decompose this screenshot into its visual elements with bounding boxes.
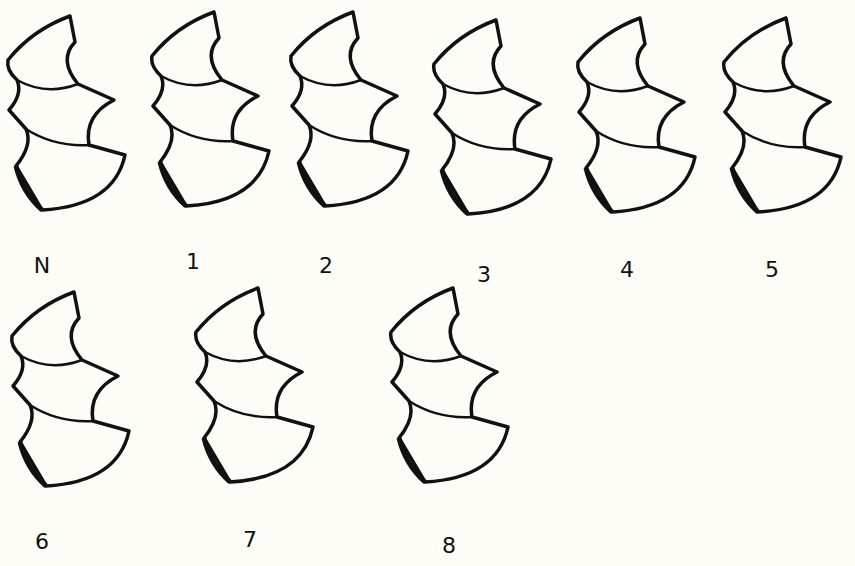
tooth-outline: [291, 12, 408, 206]
figure-number: 7: [243, 529, 257, 551]
figure-number: N: [34, 255, 50, 277]
figure-number: 5: [765, 259, 779, 281]
tooth-outline: [8, 16, 125, 210]
tooth-outline: [196, 288, 313, 482]
figure-number: 8: [442, 535, 456, 557]
figure-number: 3: [477, 264, 491, 286]
figure-number: 2: [319, 255, 333, 277]
tooth-outline: [578, 18, 695, 212]
figure-number: 6: [35, 531, 49, 553]
tooth-outline: [724, 18, 841, 212]
tooth-outline: [152, 12, 269, 206]
figure-number: 4: [620, 259, 634, 281]
tooth-outline: [12, 292, 129, 486]
tooth-outline: [434, 20, 551, 214]
figure-number: 1: [186, 251, 200, 273]
tooth-outline: [391, 288, 508, 482]
